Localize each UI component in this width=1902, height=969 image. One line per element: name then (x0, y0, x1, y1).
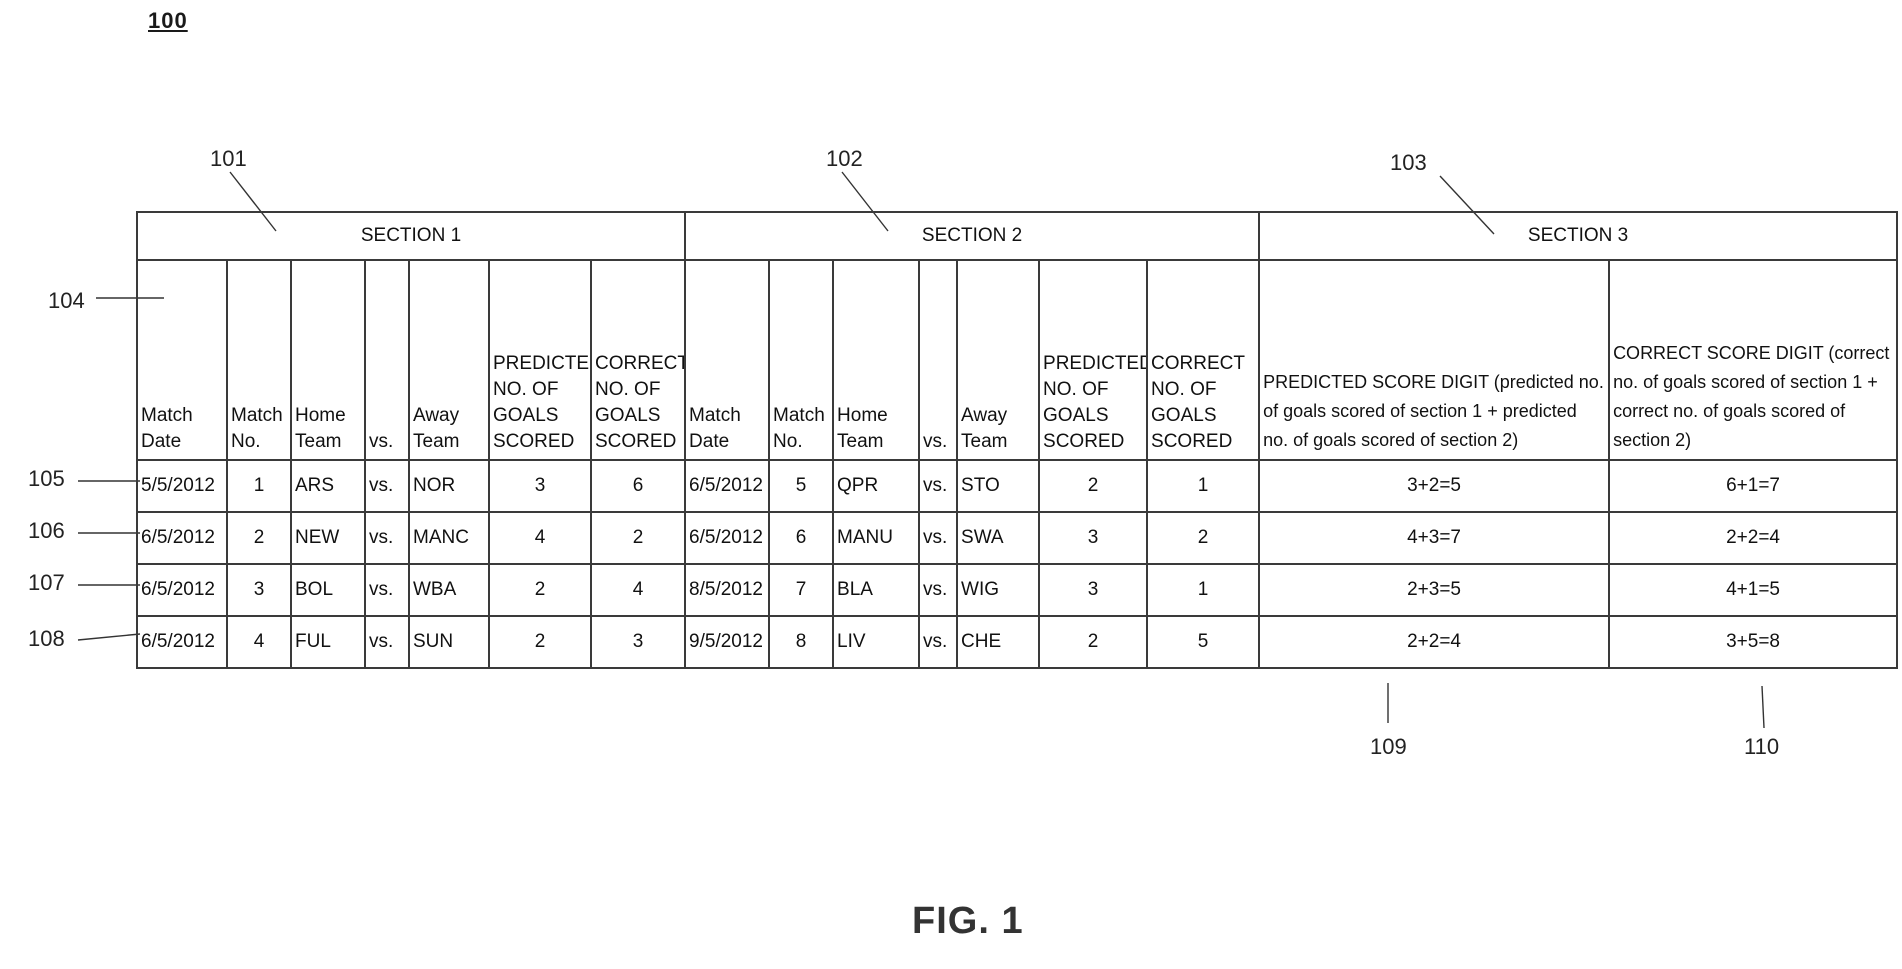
header-match-no: Match No. (227, 260, 291, 460)
header-match-date: Match Date (685, 260, 769, 460)
header-away-team: Away Team (957, 260, 1039, 460)
away-team: WBA (409, 564, 489, 616)
match-date: 5/5/2012 (137, 460, 227, 512)
predicted-score-digit: 2+3=5 (1259, 564, 1609, 616)
predicted-goals: 3 (489, 460, 591, 512)
away-team: NOR (409, 460, 489, 512)
predicted-score-digit: 4+3=7 (1259, 512, 1609, 564)
predicted-goals: 2 (1039, 460, 1147, 512)
table-row: 6/5/2012 4 FUL vs. SUN 2 3 9/5/2012 8 LI… (137, 616, 1897, 668)
predicted-goals: 3 (1039, 512, 1147, 564)
match-no: 3 (227, 564, 291, 616)
section-1-title: SECTION 1 (137, 212, 685, 260)
vs-cell: vs. (365, 564, 409, 616)
match-no: 2 (227, 512, 291, 564)
vs-cell: vs. (919, 564, 957, 616)
home-team: BLA (833, 564, 919, 616)
home-team: ARS (291, 460, 365, 512)
predicted-goals: 2 (489, 564, 591, 616)
match-date: 6/5/2012 (137, 616, 227, 668)
correct-goals: 2 (1147, 512, 1259, 564)
vs-cell: vs. (919, 512, 957, 564)
column-header-row: Match Date Match No. Home Team vs. Away … (137, 260, 1897, 460)
vs-cell: vs. (365, 460, 409, 512)
section-header-row: SECTION 1 SECTION 2 SECTION 3 (137, 212, 1897, 260)
vs-cell: vs. (919, 460, 957, 512)
match-no: 7 (769, 564, 833, 616)
predicted-goals: 4 (489, 512, 591, 564)
match-no: 8 (769, 616, 833, 668)
match-no: 6 (769, 512, 833, 564)
match-no: 5 (769, 460, 833, 512)
away-team: SUN (409, 616, 489, 668)
leader-line-108 (78, 634, 140, 640)
home-team: FUL (291, 616, 365, 668)
predicted-goals: 3 (1039, 564, 1147, 616)
match-date: 6/5/2012 (685, 512, 769, 564)
correct-goals: 6 (591, 460, 685, 512)
home-team: NEW (291, 512, 365, 564)
table-row: 6/5/2012 2 NEW vs. MANC 4 2 6/5/2012 6 M… (137, 512, 1897, 564)
home-team: LIV (833, 616, 919, 668)
header-correct-goals: CORRECT NO. OF GOALS SCORED (591, 260, 685, 460)
match-no: 1 (227, 460, 291, 512)
predicted-goals: 2 (489, 616, 591, 668)
correct-goals: 3 (591, 616, 685, 668)
away-team: MANC (409, 512, 489, 564)
leader-line-110 (1762, 686, 1764, 728)
score-table: SECTION 1 SECTION 2 SECTION 3 Match Date… (136, 211, 1898, 669)
vs-cell: vs. (365, 512, 409, 564)
predicted-goals: 2 (1039, 616, 1147, 668)
match-date: 6/5/2012 (685, 460, 769, 512)
away-team: STO (957, 460, 1039, 512)
match-date: 8/5/2012 (685, 564, 769, 616)
table-row: 5/5/2012 1 ARS vs. NOR 3 6 6/5/2012 5 QP… (137, 460, 1897, 512)
home-team: QPR (833, 460, 919, 512)
correct-score-digit: 6+1=7 (1609, 460, 1897, 512)
predicted-score-digit: 2+2=4 (1259, 616, 1609, 668)
header-match-no: Match No. (769, 260, 833, 460)
header-correct-score-digit: CORRECT SCORE DIGIT (correct no. of goal… (1609, 260, 1897, 460)
correct-score-digit: 3+5=8 (1609, 616, 1897, 668)
header-home-team: Home Team (833, 260, 919, 460)
match-no: 4 (227, 616, 291, 668)
vs-cell: vs. (919, 616, 957, 668)
away-team: SWA (957, 512, 1039, 564)
header-vs: vs. (365, 260, 409, 460)
correct-goals: 2 (591, 512, 685, 564)
away-team: CHE (957, 616, 1039, 668)
section-3-title: SECTION 3 (1259, 212, 1897, 260)
section-2-title: SECTION 2 (685, 212, 1259, 260)
header-predicted-goals: PREDICTED NO. OF GOALS SCORED (489, 260, 591, 460)
correct-goals: 1 (1147, 460, 1259, 512)
table-row: 6/5/2012 3 BOL vs. WBA 2 4 8/5/2012 7 BL… (137, 564, 1897, 616)
correct-score-digit: 2+2=4 (1609, 512, 1897, 564)
header-predicted-goals: PREDICTED NO. OF GOALS SCORED (1039, 260, 1147, 460)
home-team: BOL (291, 564, 365, 616)
header-vs: vs. (919, 260, 957, 460)
header-away-team: Away Team (409, 260, 489, 460)
header-match-date: Match Date (137, 260, 227, 460)
header-correct-goals: CORRECT NO. OF GOALS SCORED (1147, 260, 1259, 460)
match-date: 6/5/2012 (137, 564, 227, 616)
figure-caption: FIG. 1 (912, 900, 1024, 943)
match-date: 6/5/2012 (137, 512, 227, 564)
header-predicted-score-digit: PREDICTED SCORE DIGIT (predicted no. of … (1259, 260, 1609, 460)
match-date: 9/5/2012 (685, 616, 769, 668)
correct-goals: 5 (1147, 616, 1259, 668)
away-team: WIG (957, 564, 1039, 616)
header-home-team: Home Team (291, 260, 365, 460)
home-team: MANU (833, 512, 919, 564)
predicted-score-digit: 3+2=5 (1259, 460, 1609, 512)
vs-cell: vs. (365, 616, 409, 668)
correct-goals: 1 (1147, 564, 1259, 616)
correct-goals: 4 (591, 564, 685, 616)
correct-score-digit: 4+1=5 (1609, 564, 1897, 616)
